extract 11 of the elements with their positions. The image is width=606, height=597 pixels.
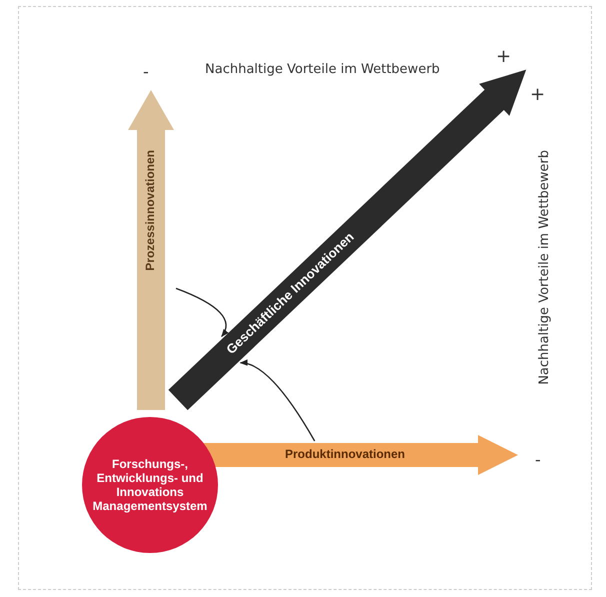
circle-label: Forschungs-, Entwicklungs- und Innovations Managementsystem	[92, 457, 208, 513]
axis-label: Nachhaltige Vorteile im Wettbewerb	[537, 150, 552, 385]
arrow-label: Produktinnovationen	[285, 447, 405, 461]
curved-arrow	[176, 288, 228, 338]
arrow-label: Prozessinnovationen	[143, 150, 157, 271]
plus-sign: +	[496, 46, 512, 67]
minus-sign: -	[143, 62, 149, 81]
plus-sign: +	[530, 84, 546, 105]
axis-label: Nachhaltige Vorteile im Wettbewerb	[205, 62, 440, 77]
curved-arrow	[240, 360, 316, 442]
minus-sign: -	[535, 450, 541, 469]
